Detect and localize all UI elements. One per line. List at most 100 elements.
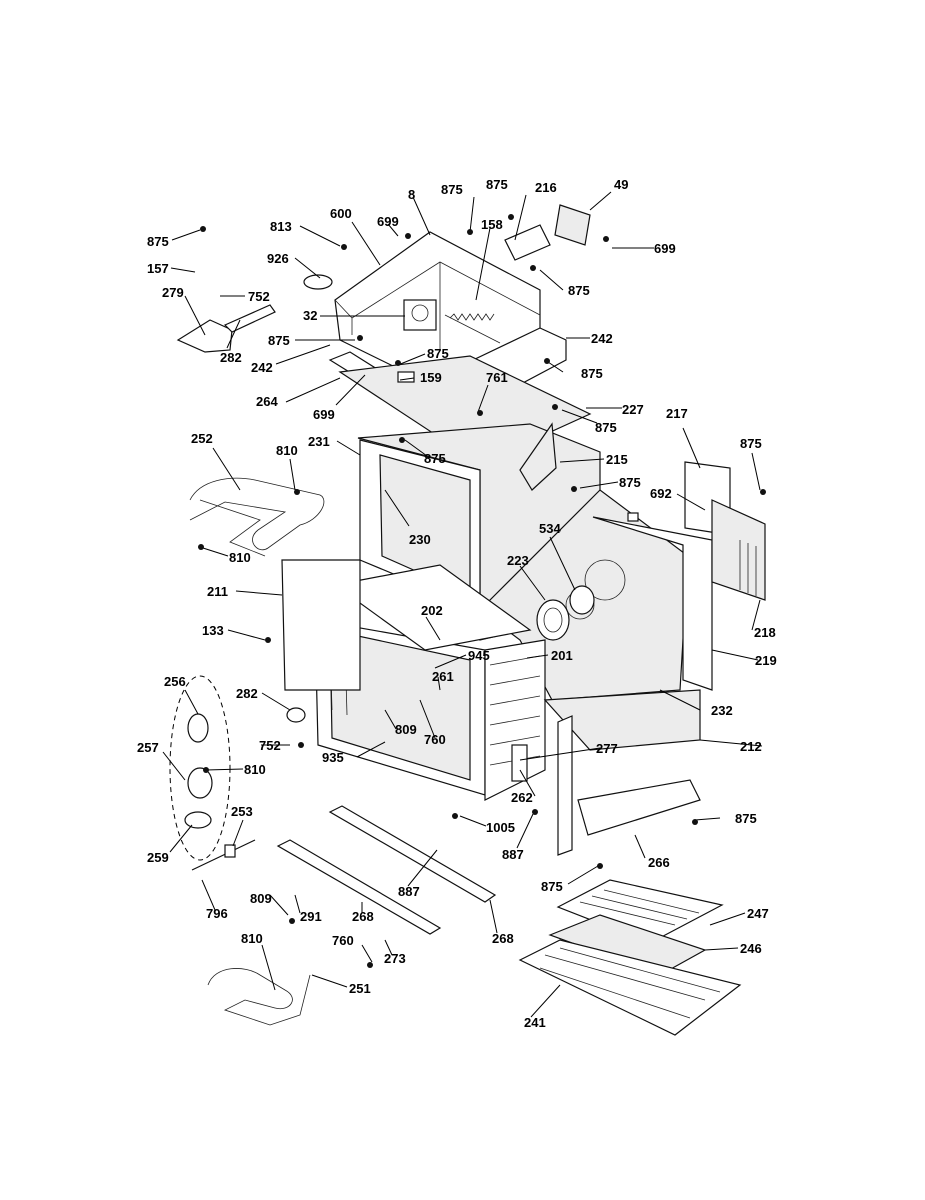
- label-256: 256: [164, 674, 186, 689]
- label-875: 875: [619, 475, 641, 490]
- label-49: 49: [614, 177, 628, 192]
- label-875: 875: [740, 436, 762, 451]
- label-212: 212: [740, 739, 762, 754]
- label-242: 242: [251, 360, 273, 375]
- label-600: 600: [330, 206, 352, 221]
- label-219: 219: [755, 653, 777, 668]
- temperature-sensor-part: [191, 839, 256, 871]
- label-875: 875: [427, 346, 449, 361]
- convection-fan-part: [536, 585, 595, 641]
- oven-lamp-part: [169, 675, 231, 861]
- label-926: 926: [267, 251, 289, 266]
- label-201: 201: [551, 648, 573, 663]
- fastener-screws: [198, 214, 766, 968]
- label-1005: 1005: [486, 820, 515, 835]
- label-760: 760: [332, 933, 354, 948]
- bake-element-part: [189, 477, 325, 557]
- label-246: 246: [740, 941, 762, 956]
- label-264: 264: [256, 394, 278, 409]
- label-810: 810: [229, 550, 251, 565]
- label-534: 534: [539, 521, 561, 536]
- base-frame-part: [577, 779, 701, 836]
- label-875: 875: [581, 366, 603, 381]
- label-761: 761: [486, 370, 508, 385]
- label-242: 242: [591, 331, 613, 346]
- label-241: 241: [524, 1015, 546, 1030]
- label-133: 133: [202, 623, 224, 638]
- label-699: 699: [654, 241, 676, 256]
- label-223: 223: [507, 553, 529, 568]
- oven-liner-part: [314, 564, 546, 801]
- label-945: 945: [468, 648, 490, 663]
- label-810: 810: [241, 931, 263, 946]
- label-875: 875: [441, 182, 463, 197]
- door-trim-part: [276, 805, 497, 935]
- label-887: 887: [398, 884, 420, 899]
- label-875: 875: [595, 420, 617, 435]
- leader-lines: [162, 191, 763, 1018]
- rear-duct-part: [684, 461, 766, 601]
- label-158: 158: [481, 217, 503, 232]
- label-935: 935: [322, 750, 344, 765]
- label-253: 253: [231, 804, 253, 819]
- part-number-labels: 875 157 279 752 282 813 926 600 699 8 87…: [137, 177, 777, 1030]
- label-259: 259: [147, 850, 169, 865]
- label-813: 813: [270, 219, 292, 234]
- label-810: 810: [244, 762, 266, 777]
- left-side-panel-part: [281, 559, 361, 691]
- label-692: 692: [650, 486, 672, 501]
- label-202: 202: [421, 603, 443, 618]
- label-252: 252: [191, 431, 213, 446]
- label-266: 266: [648, 855, 670, 870]
- broil-element-part: [207, 968, 311, 1026]
- label-282: 282: [236, 686, 258, 701]
- label-247: 247: [747, 906, 769, 921]
- label-230: 230: [409, 532, 431, 547]
- label-875: 875: [424, 451, 446, 466]
- label-227: 227: [622, 402, 644, 417]
- label-277: 277: [596, 741, 618, 756]
- label-875: 875: [268, 333, 290, 348]
- label-875: 875: [486, 177, 508, 192]
- label-261: 261: [432, 669, 454, 684]
- label-887: 887: [502, 847, 524, 862]
- oven-rack-part: [518, 939, 742, 1036]
- label-273: 273: [384, 951, 406, 966]
- label-216: 216: [535, 180, 557, 195]
- label-699: 699: [377, 214, 399, 229]
- label-291: 291: [300, 909, 322, 924]
- label-752: 752: [248, 289, 270, 304]
- label-268: 268: [352, 909, 374, 924]
- label-796: 796: [206, 906, 228, 921]
- label-809: 809: [395, 722, 417, 737]
- label-875: 875: [541, 879, 563, 894]
- label-215: 215: [606, 452, 628, 467]
- label-760: 760: [424, 732, 446, 747]
- label-218: 218: [754, 625, 776, 640]
- label-262: 262: [511, 790, 533, 805]
- label-157: 157: [147, 261, 169, 276]
- label-809: 809: [250, 891, 272, 906]
- label-875: 875: [147, 234, 169, 249]
- door-lock-spring-part: [444, 313, 501, 344]
- label-32: 32: [303, 308, 317, 323]
- label-875: 875: [735, 811, 757, 826]
- label-251: 251: [349, 981, 371, 996]
- label-217: 217: [666, 406, 688, 421]
- side-panel-part: [592, 512, 713, 691]
- label-231: 231: [308, 434, 330, 449]
- label-279: 279: [162, 285, 184, 300]
- label-211: 211: [207, 584, 228, 599]
- label-232: 232: [711, 703, 733, 718]
- rear-cover-part: [519, 422, 557, 491]
- label-257: 257: [137, 740, 159, 755]
- front-frame-strip-part: [511, 715, 573, 856]
- label-159: 159: [420, 370, 442, 385]
- label-875: 875: [568, 283, 590, 298]
- label-752: 752: [259, 738, 281, 753]
- label-268: 268: [492, 931, 514, 946]
- label-810: 810: [276, 443, 298, 458]
- label-282: 282: [220, 350, 242, 365]
- label-8: 8: [408, 187, 415, 202]
